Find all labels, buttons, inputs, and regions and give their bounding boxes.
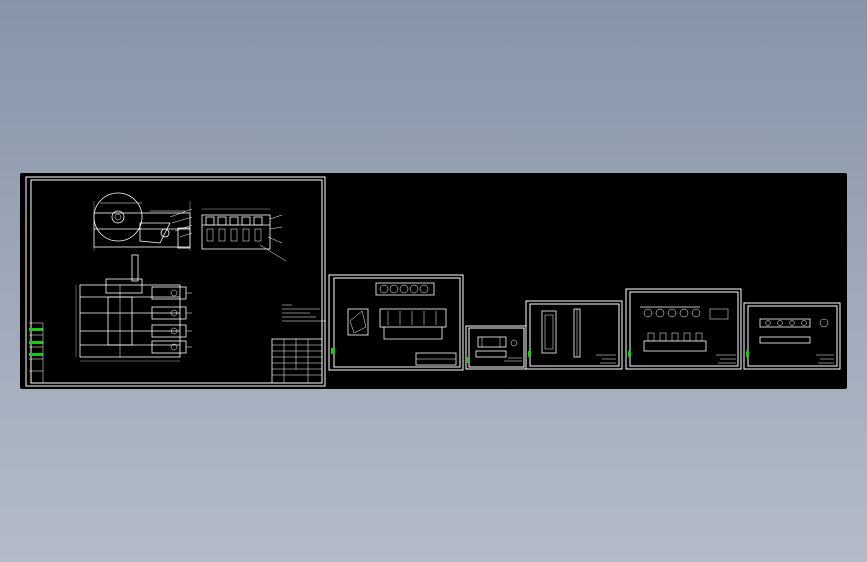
- sheet-part-3[interactable]: [525, 300, 623, 370]
- layer-tab: [29, 341, 43, 344]
- technical-notes: [282, 304, 326, 322]
- sheet-part-5[interactable]: [743, 302, 841, 370]
- title-block: [271, 338, 323, 384]
- sheet-part-1[interactable]: [328, 274, 464, 371]
- sheet-part-4[interactable]: [625, 288, 742, 370]
- layer-tab: [467, 357, 470, 363]
- drawing-canvas[interactable]: [20, 173, 847, 389]
- layer-tab: [746, 351, 749, 357]
- layer-tab: [29, 328, 43, 331]
- layer-tab: [528, 351, 531, 357]
- layer-tab: [628, 351, 631, 357]
- sheet-assembly[interactable]: [25, 176, 326, 387]
- sheet-part-2[interactable]: [465, 325, 527, 370]
- view-section: [75, 254, 192, 362]
- view-manifold: [201, 208, 287, 262]
- view-gear-housing: [93, 192, 193, 251]
- layer-tab: [29, 353, 43, 356]
- cad-viewport[interactable]: [20, 173, 847, 389]
- layer-tab: [331, 348, 335, 354]
